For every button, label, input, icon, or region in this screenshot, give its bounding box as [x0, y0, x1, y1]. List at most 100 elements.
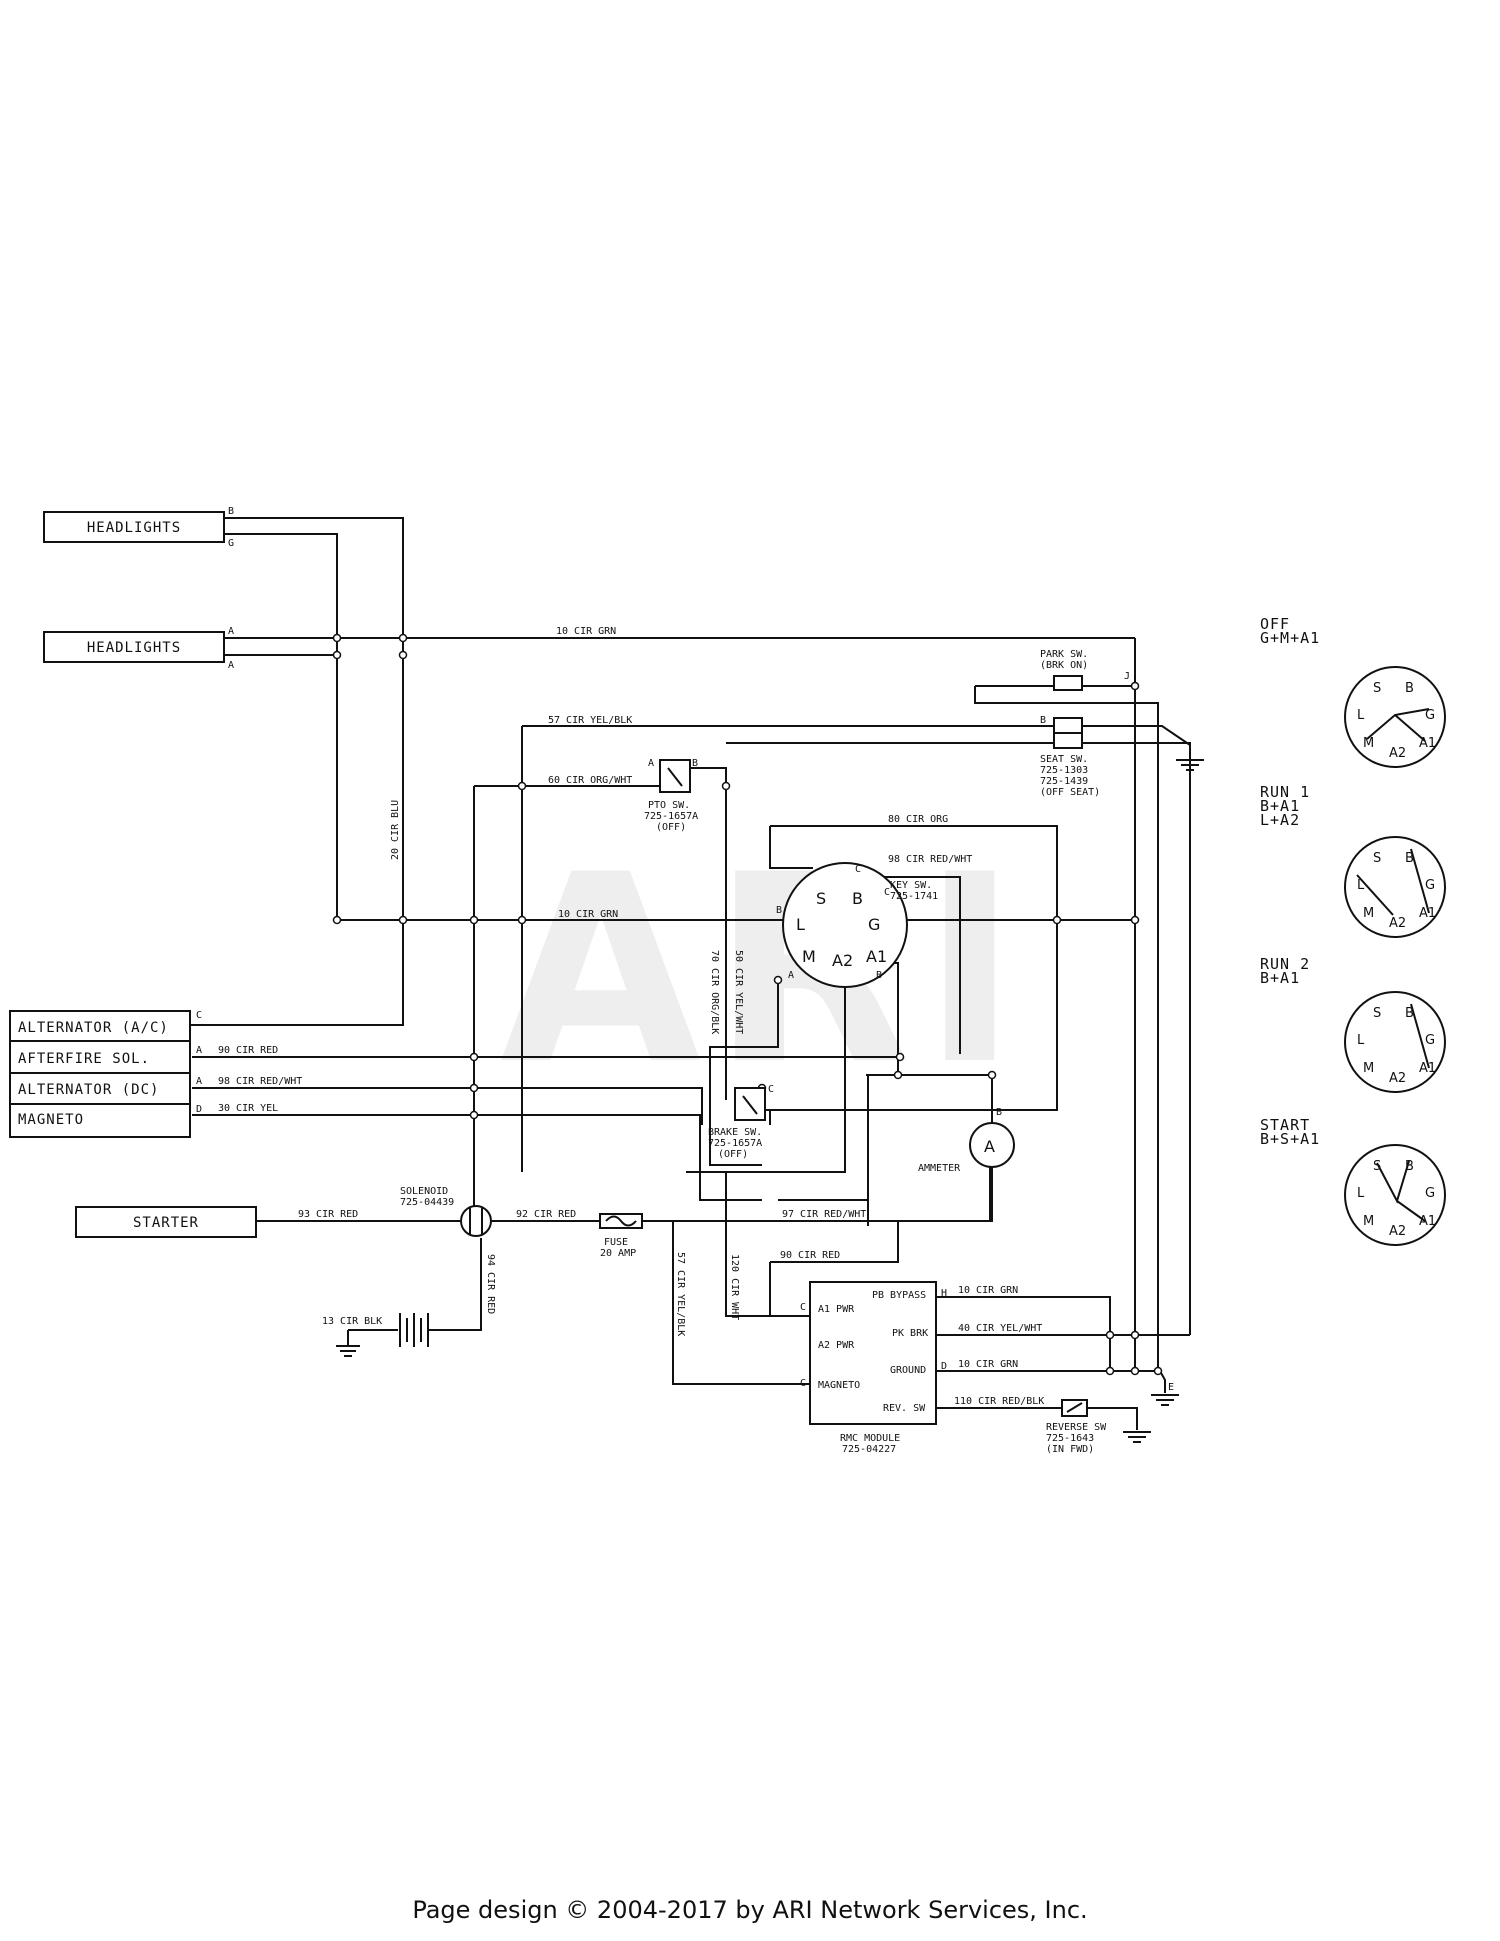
svg-text:B: B [1405, 1006, 1414, 1021]
svg-text:94 CIR RED: 94 CIR RED [485, 1254, 496, 1314]
svg-text:B+A1: B+A1 [1260, 969, 1300, 987]
svg-text:HEADLIGHTS: HEADLIGHTS [87, 520, 181, 536]
svg-text:B+A1: B+A1 [1260, 797, 1300, 815]
svg-text:B: B [692, 758, 698, 769]
svg-text:REV. SW: REV. SW [883, 1403, 926, 1414]
svg-text:A2: A2 [832, 951, 853, 970]
svg-text:REVERSE SW: REVERSE SW [1046, 1422, 1107, 1433]
rmc-module: A1 PWR A2 PWR MAGNETO PB BYPASS PK BRK G… [800, 1281, 947, 1455]
svg-text:98 CIR RED/WHT: 98 CIR RED/WHT [888, 854, 972, 865]
svg-text:B: B [776, 905, 782, 916]
svg-text:L: L [1357, 1033, 1365, 1048]
svg-text:57 CIR YEL/BLK: 57 CIR YEL/BLK [548, 715, 632, 726]
wire-labels: 10 CIR GRN 10 CIR GRN 20 CIR BLU 57 CIR … [218, 626, 1044, 1407]
alternator-ac-label: ALTERNATOR (A/C) [18, 1020, 169, 1036]
key-pos-start-name: START [1260, 1116, 1310, 1134]
alternator-dc-label: ALTERNATOR (DC) [18, 1082, 159, 1098]
svg-text:A2: A2 [1389, 916, 1406, 931]
svg-text:L: L [1357, 878, 1365, 893]
headlights-2: HEADLIGHTS A A [43, 626, 234, 671]
svg-text:(OFF): (OFF) [718, 1149, 748, 1160]
engine-connector: ALTERNATOR (A/C) AFTERFIRE SOL. ALTERNAT… [9, 1010, 202, 1138]
svg-text:FUSE: FUSE [604, 1237, 628, 1248]
svg-text:725-1439: 725-1439 [1040, 776, 1088, 787]
svg-text:725-04227: 725-04227 [842, 1444, 896, 1455]
svg-text:S: S [816, 889, 826, 908]
afterfire-label: AFTERFIRE SOL. [18, 1051, 150, 1067]
svg-text:B: B [876, 970, 882, 981]
pto-switch: A B PTO SW. 725-1657A (OFF) [644, 758, 698, 833]
svg-text:725-1643: 725-1643 [1046, 1433, 1094, 1444]
svg-text:G: G [228, 538, 234, 549]
svg-text:725-04439: 725-04439 [400, 1197, 454, 1208]
key-position-legend: OFF G+M+A1 S B L G M A2 A1 RUN 1 B+A1 L+… [1260, 615, 1446, 1246]
svg-text:A: A [648, 758, 654, 769]
svg-text:L: L [1357, 708, 1365, 723]
svg-text:S: S [1373, 681, 1381, 696]
solenoid: SOLENOID 725-04439 [400, 1186, 492, 1237]
svg-text:A: A [984, 1137, 995, 1156]
svg-text:97 CIR RED/WHT: 97 CIR RED/WHT [782, 1209, 866, 1220]
reverse-switch: REVERSE SW 725-1643 (IN FWD) [1046, 1399, 1107, 1455]
svg-text:60 CIR ORG/WHT: 60 CIR ORG/WHT [548, 775, 632, 786]
starter: STARTER [75, 1206, 257, 1238]
watermark: ARI [500, 820, 1028, 1122]
svg-text:13 CIR BLK: 13 CIR BLK [322, 1316, 382, 1327]
headlights-1: HEADLIGHTS B G [43, 506, 234, 549]
svg-text:H: H [941, 1288, 947, 1299]
svg-text:725-1657A: 725-1657A [644, 811, 698, 822]
svg-text:110 CIR RED/BLK: 110 CIR RED/BLK [954, 1396, 1044, 1407]
svg-text:J: J [1124, 671, 1130, 682]
svg-text:B: B [1405, 851, 1414, 866]
svg-text:10 CIR GRN: 10 CIR GRN [958, 1285, 1018, 1296]
svg-text:M: M [1363, 1061, 1374, 1076]
svg-text:M: M [1363, 906, 1374, 921]
svg-text:90 CIR RED: 90 CIR RED [218, 1045, 278, 1056]
svg-text:G: G [1425, 878, 1435, 893]
svg-text:90 CIR RED: 90 CIR RED [780, 1250, 840, 1261]
svg-text:A: A [196, 1076, 202, 1087]
svg-text:E: E [1168, 1382, 1174, 1393]
svg-text:SOLENOID: SOLENOID [400, 1186, 448, 1197]
svg-text:M: M [802, 947, 816, 966]
brake-switch: C BRAKE SW. 725-1657A (OFF) [708, 1084, 774, 1160]
svg-text:C: C [800, 1378, 806, 1389]
svg-text:D: D [941, 1361, 947, 1372]
svg-text:PARK SW.: PARK SW. [1040, 649, 1088, 660]
svg-text:PTO SW.: PTO SW. [648, 800, 690, 811]
svg-text:20 AMP: 20 AMP [600, 1248, 636, 1259]
svg-text:A: A [788, 970, 794, 981]
svg-text:57 CIR YEL/BLK: 57 CIR YEL/BLK [675, 1252, 686, 1336]
svg-text:C: C [800, 1302, 806, 1313]
key-dial-start: S B L G M A2 A1 [1344, 1144, 1446, 1246]
svg-text:50 CIR YEL/WHT: 50 CIR YEL/WHT [733, 950, 744, 1034]
svg-text:MAGNETO: MAGNETO [818, 1380, 860, 1391]
svg-text:120 CIR WHT: 120 CIR WHT [729, 1254, 740, 1320]
svg-text:C: C [196, 1010, 202, 1021]
svg-text:L: L [796, 915, 805, 934]
svg-text:B: B [1040, 715, 1046, 726]
svg-text:PK BRK: PK BRK [892, 1328, 928, 1339]
key-pos-off-name: OFF [1260, 615, 1290, 633]
svg-text:A1: A1 [1419, 906, 1436, 921]
svg-text:A: A [196, 1045, 202, 1056]
svg-text:G: G [1425, 1033, 1435, 1048]
svg-text:RMC MODULE: RMC MODULE [840, 1433, 900, 1444]
svg-text:A1: A1 [1419, 1061, 1436, 1076]
svg-text:10 CIR GRN: 10 CIR GRN [558, 909, 618, 920]
svg-text:B: B [852, 889, 863, 908]
svg-text:98 CIR RED/WHT: 98 CIR RED/WHT [218, 1076, 302, 1087]
magneto-label: MAGNETO [18, 1112, 84, 1128]
svg-text:BRAKE SW.: BRAKE SW. [708, 1127, 762, 1138]
key-pos-run1-name: RUN 1 [1260, 783, 1310, 801]
key-switch: S B L G M A2 A1 C C B A B KEY SW. 725-17… [776, 862, 938, 988]
svg-text:D: D [196, 1104, 202, 1115]
svg-text:HEADLIGHTS: HEADLIGHTS [87, 640, 181, 656]
svg-text:725-1303: 725-1303 [1040, 765, 1088, 776]
svg-text:B: B [996, 1107, 1002, 1118]
svg-text:C: C [884, 887, 890, 898]
svg-text:A2 PWR: A2 PWR [818, 1340, 855, 1351]
key-dial-run2: S B L G M A2 A1 [1344, 991, 1446, 1093]
svg-text:A: A [228, 626, 234, 637]
